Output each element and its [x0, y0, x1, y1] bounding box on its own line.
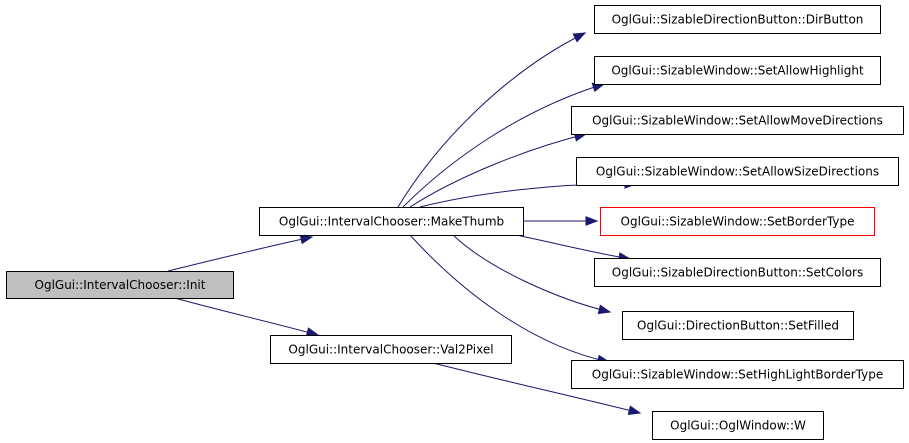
node-label: OglGui::SizableWindow::SetBorderType: [621, 215, 855, 229]
edge-line: [515, 234, 631, 260]
node-box[interactable]: [259, 207, 524, 236]
node-box[interactable]: [622, 311, 854, 340]
edge-makethumb-to-dirbutton: [397, 32, 587, 208]
node-label: OglGui::SizableWindow::SetAllowHighlight: [611, 64, 864, 78]
node-box[interactable]: [594, 258, 881, 287]
node-dirbutton[interactable]: OglGui::SizableDirectionButton::DirButto…: [594, 5, 881, 34]
node-label: OglGui::SizableDirectionButton::SetColor…: [612, 266, 863, 280]
edge-arrowhead: [627, 405, 642, 415]
node-box[interactable]: [594, 56, 881, 85]
edge-line: [409, 133, 587, 208]
node-label: OglGui::IntervalChooser::Init: [35, 278, 206, 292]
edge-line: [167, 236, 313, 272]
node-label: OglGui::SizableDirectionButton::DirButto…: [612, 13, 864, 27]
node-box[interactable]: [571, 106, 904, 135]
node-val2pixel[interactable]: OglGui::IntervalChooser::Val2Pixel: [270, 335, 512, 364]
edge-arrowhead: [299, 234, 314, 245]
edge-makethumb-to-setfilled: [452, 234, 612, 315]
edge-line: [452, 234, 611, 313]
node-box[interactable]: [576, 157, 899, 186]
node-box[interactable]: [600, 207, 875, 236]
node-setbordertype[interactable]: OglGui::SizableWindow::SetBorderType: [600, 207, 875, 236]
node-w[interactable]: OglGui::OglWindow::W: [652, 411, 824, 440]
node-label: OglGui::SizableWindow::SetHighLightBorde…: [592, 368, 883, 382]
edge-makethumb-to-setallowmovedirections: [409, 132, 588, 208]
node-box[interactable]: [571, 360, 904, 389]
node-label: OglGui::DirectionButton::SetFilled: [637, 319, 839, 333]
edge-line: [419, 183, 637, 208]
node-label: OglGui::OglWindow::W: [670, 419, 806, 433]
edge-line: [174, 297, 319, 336]
node-init[interactable]: OglGui::IntervalChooser::Init: [6, 271, 234, 299]
node-setcolors[interactable]: OglGui::SizableDirectionButton::SetColor…: [594, 258, 881, 287]
node-label: OglGui::IntervalChooser::MakeThumb: [279, 215, 504, 229]
edge-line: [432, 362, 641, 414]
edge-init-to-makethumb: [167, 234, 314, 272]
edge-line: [397, 32, 586, 208]
edge-arrowhead: [305, 327, 320, 337]
node-setallowmovedirections[interactable]: OglGui::SizableWindow::SetAllowMoveDirec…: [571, 106, 904, 135]
edge-makethumb-to-setcolors: [515, 234, 632, 262]
edge-arrowhead: [572, 32, 587, 43]
node-label: OglGui::IntervalChooser::Val2Pixel: [288, 343, 493, 357]
node-box[interactable]: [594, 5, 881, 34]
edge-init-to-val2pixel: [174, 297, 320, 337]
node-box[interactable]: [6, 271, 234, 299]
node-box[interactable]: [652, 411, 824, 440]
edge-val2pixel-to-w: [432, 362, 642, 415]
node-sethighlightbordertype[interactable]: OglGui::SizableWindow::SetHighLightBorde…: [571, 360, 904, 389]
edge-line: [402, 83, 605, 208]
edge-arrowhead: [597, 304, 612, 315]
node-box[interactable]: [270, 335, 512, 364]
edge-makethumb-to-setbordertype: [523, 216, 599, 226]
node-setfilled[interactable]: OglGui::DirectionButton::SetFilled: [622, 311, 854, 340]
edge-arrowhead: [585, 216, 599, 226]
edge-makethumb-to-setallowhighlight: [402, 82, 606, 208]
edge-line: [409, 234, 610, 363]
node-label: OglGui::SizableWindow::SetAllowMoveDirec…: [592, 114, 883, 128]
nodes-layer: OglGui::IntervalChooser::InitOglGui::Int…: [6, 5, 904, 440]
node-makethumb[interactable]: OglGui::IntervalChooser::MakeThumb: [259, 207, 524, 236]
node-setallowsizedirections[interactable]: OglGui::SizableWindow::SetAllowSizeDirec…: [576, 157, 899, 186]
node-label: OglGui::SizableWindow::SetAllowSizeDirec…: [596, 165, 879, 179]
node-setallowhighlight[interactable]: OglGui::SizableWindow::SetAllowHighlight: [594, 56, 881, 85]
